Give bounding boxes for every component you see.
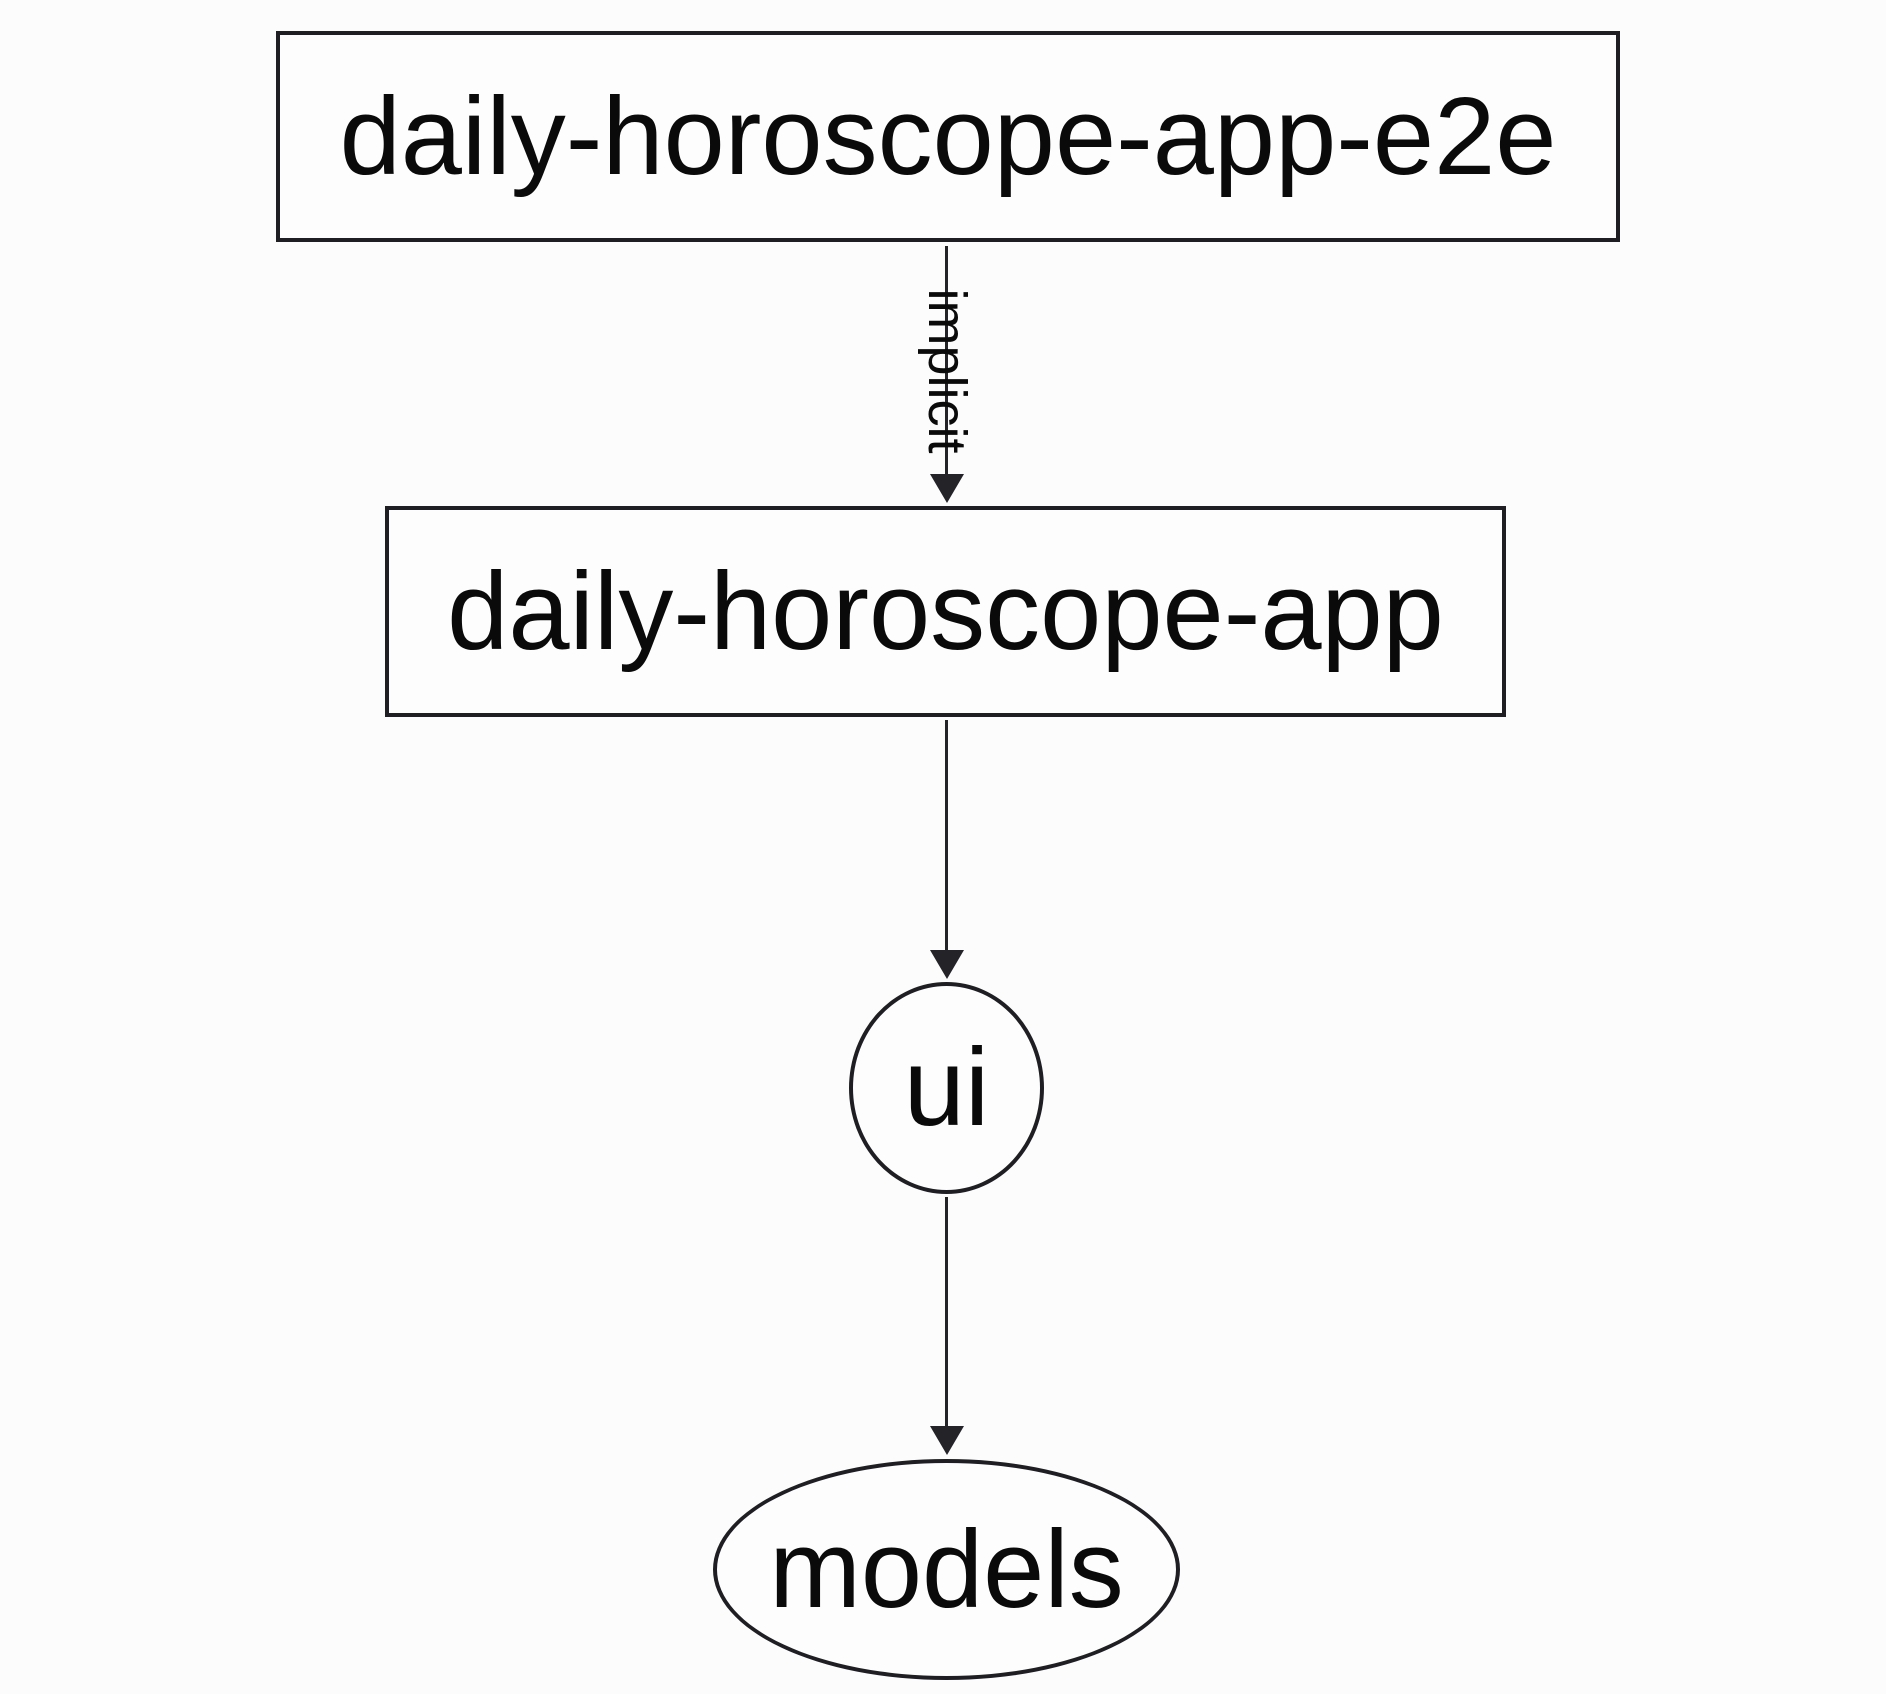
- node-models[interactable]: models: [713, 1459, 1180, 1680]
- node-daily-horoscope-app-e2e[interactable]: daily-horoscope-app-e2e: [276, 31, 1620, 242]
- arrowhead-icon: [930, 950, 964, 979]
- edge-label-implicit: implicit: [917, 288, 977, 454]
- node-ui[interactable]: ui: [849, 982, 1044, 1194]
- node-label-daily-horoscope-app-e2e: daily-horoscope-app-e2e: [339, 74, 1557, 198]
- edge-line-ui-to-models: [945, 1197, 948, 1428]
- arrowhead-icon: [930, 474, 964, 503]
- node-label-models: models: [769, 1507, 1124, 1631]
- edge-line-app-to-ui: [945, 720, 948, 952]
- node-daily-horoscope-app[interactable]: daily-horoscope-app: [385, 506, 1506, 717]
- node-label-daily-horoscope-app: daily-horoscope-app: [447, 549, 1444, 673]
- edge-line-e2e-to-app: [945, 246, 948, 476]
- node-label-ui: ui: [903, 1026, 990, 1149]
- arrowhead-icon: [930, 1426, 964, 1455]
